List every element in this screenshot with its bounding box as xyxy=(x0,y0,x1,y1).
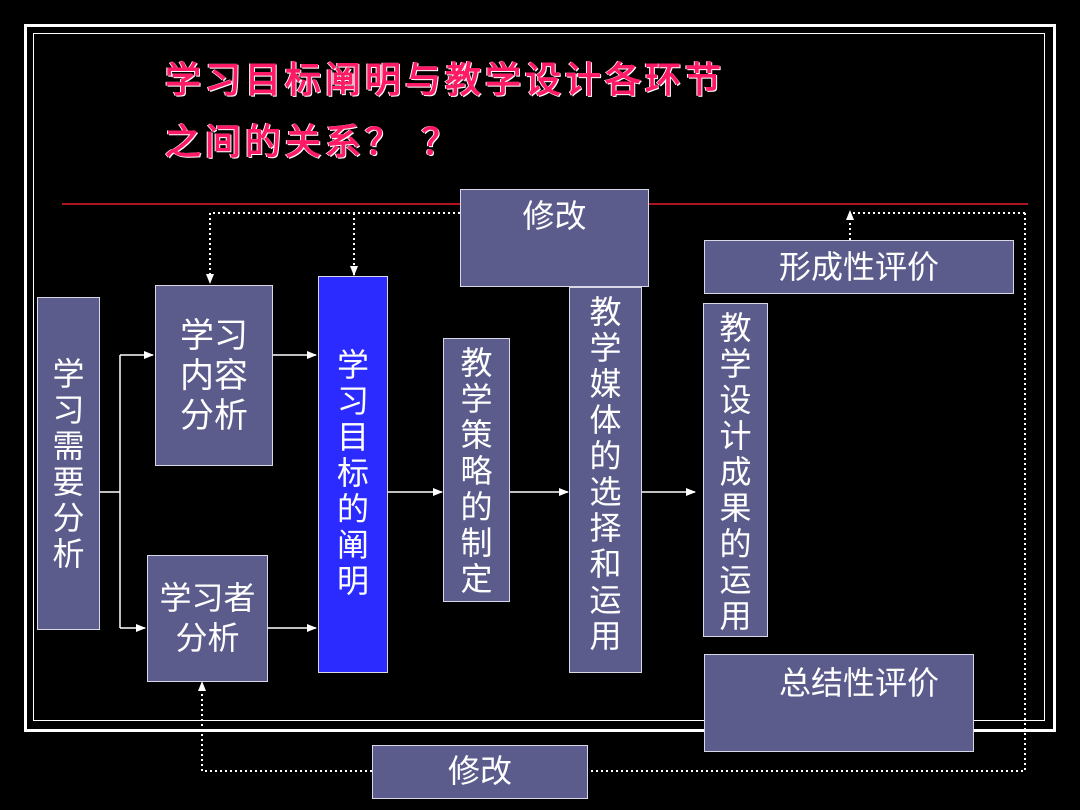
box-strategy: 教学策略的制定 xyxy=(443,338,510,602)
outcome-label: 教学设计成果的运用 xyxy=(719,309,752,635)
needs-branch-line xyxy=(100,355,121,628)
formative-evaluation-label: 形成性评价 xyxy=(778,248,939,286)
box-objectives: 学习目标的阐明 xyxy=(318,276,388,673)
slide-title-line-1: 学习目标阐明与教学设计各环节 xyxy=(165,59,726,101)
needs-analysis-label: 学习需要分析 xyxy=(52,355,85,573)
revise-bottom-label: 修改 xyxy=(447,752,512,790)
box-revise-top: 修改 xyxy=(460,189,649,287)
box-formative-evaluation: 形成性评价 xyxy=(704,240,1014,294)
dotted-right-feedback xyxy=(588,213,1026,772)
media-label: 教学媒体的选择和运用 xyxy=(589,293,622,655)
learner-analysis-label: 学习者 分析 xyxy=(159,579,256,657)
dotted-revise-to-learner xyxy=(198,681,372,772)
objectives-label: 学习目标的阐明 xyxy=(336,346,369,600)
box-media: 教学媒体的选择和运用 xyxy=(569,287,642,673)
summative-evaluation-label: 总结性评价 xyxy=(778,664,939,702)
revise-top-label: 修改 xyxy=(522,197,587,235)
slide-outer-frame xyxy=(24,24,1056,732)
strategy-label: 教学策略的制定 xyxy=(460,344,493,598)
content-analysis-label: 学习 内容 分析 xyxy=(180,316,248,436)
box-outcome: 教学设计成果的运用 xyxy=(703,303,768,637)
slide-title-line-2: 之间的关系？ ？ xyxy=(165,121,462,163)
box-needs-analysis: 学习需要分析 xyxy=(37,297,100,630)
dotted-revise-to-content xyxy=(206,212,460,284)
slide-inner-frame xyxy=(33,33,1045,721)
box-summative-evaluation: 总结性评价 xyxy=(704,654,974,752)
box-learner-analysis: 学习者 分析 xyxy=(147,555,268,682)
box-content-analysis: 学习 内容 分析 xyxy=(155,285,273,466)
box-revise-bottom: 修改 xyxy=(372,745,588,799)
